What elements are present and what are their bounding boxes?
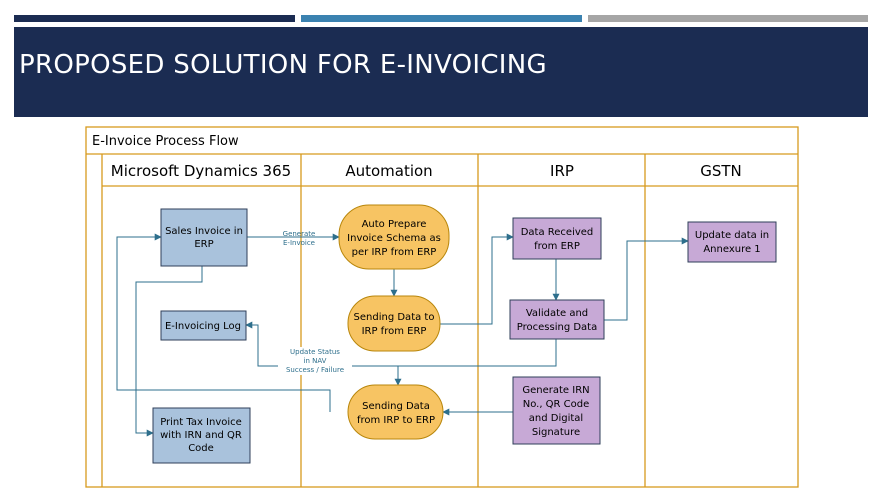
- node-sales-invoice-line-2: ERP: [194, 239, 213, 250]
- node-generate-irn-line-1: Generate IRN: [522, 385, 589, 396]
- node-update-annexure-line-2: Annexure 1: [703, 244, 760, 255]
- annotation-update-status: Update Status in NAV Success / Failure: [278, 347, 352, 375]
- annotation-status-line-3: Success / Failure: [286, 366, 344, 374]
- node-sales-invoice-line-1: Sales Invoice in: [165, 226, 243, 237]
- node-validate: Validate and Processing Data: [509, 299, 605, 340]
- accent-bar-gray: [588, 15, 868, 22]
- node-data-received-line-1: Data Received: [521, 227, 594, 238]
- annotation-generate-einvoice: Generate E-Invoice: [283, 230, 316, 247]
- node-update-annexure: Update data in Annexure 1: [687, 221, 777, 263]
- accent-bar-dark: [14, 15, 295, 22]
- node-sending-from-irp: Sending Data from IRP to ERP: [347, 384, 444, 440]
- node-generate-irn-line-4: Signature: [532, 427, 580, 438]
- node-einvoicing-log: E-Invoicing Log: [160, 310, 247, 341]
- node-auto-prepare: Auto Prepare Invoice Schema as per IRP f…: [338, 204, 450, 270]
- flow-frame: [85, 126, 799, 488]
- node-sending-to-irp-line-1: Sending Data to: [354, 312, 435, 323]
- lane-header-automation: Automation: [345, 162, 432, 180]
- node-sending-from-irp-line-1: Sending Data: [362, 401, 430, 412]
- connectors: [116, 233, 689, 437]
- node-generate-irn-line-2: No., QR Code: [523, 399, 590, 410]
- node-update-annexure-line-1: Update data in: [695, 230, 769, 241]
- node-print-line-3: Code: [188, 443, 214, 454]
- node-validate-line-2: Processing Data: [517, 322, 597, 333]
- annotation-status-line-1: Update Status: [290, 348, 340, 356]
- node-sending-from-irp-line-2: from IRP to ERP: [357, 415, 435, 426]
- node-auto-prepare-line-1: Auto Prepare: [362, 219, 427, 230]
- node-generate-irn: Generate IRN No., QR Code and Digital Si…: [512, 376, 601, 445]
- node-generate-irn-line-3: and Digital: [529, 413, 583, 424]
- flow-title: E-Invoice Process Flow: [92, 134, 239, 149]
- annotation-status-line-2: in NAV: [304, 357, 327, 365]
- node-auto-prepare-line-2: Invoice Schema as: [347, 233, 441, 244]
- lane-header-dynamics: Microsoft Dynamics 365: [111, 162, 291, 180]
- accent-bar-blue: [301, 15, 582, 22]
- slide-title: PROPOSED SOLUTION FOR E-INVOICING: [19, 50, 547, 80]
- node-data-received: Data Received from ERP: [512, 217, 602, 260]
- node-auto-prepare-line-3: per IRP from ERP: [352, 247, 437, 258]
- node-sending-to-irp-line-2: IRP from ERP: [362, 326, 427, 337]
- node-sales-invoice: Sales Invoice in ERP: [160, 208, 248, 267]
- title-banner: [14, 27, 868, 117]
- lane-header-irp: IRP: [550, 162, 574, 180]
- node-data-received-line-2: from ERP: [534, 241, 580, 252]
- node-print-line-2: with IRN and QR: [160, 430, 242, 441]
- annotation-generate-line-2: E-Invoice: [283, 239, 315, 247]
- node-einvoicing-log-label: E-Invoicing Log: [165, 321, 241, 332]
- node-sending-to-irp: Sending Data to IRP from ERP: [347, 295, 441, 352]
- node-print-line-1: Print Tax Invoice: [160, 417, 242, 428]
- node-validate-line-1: Validate and: [526, 308, 588, 319]
- annotation-generate-line-1: Generate: [283, 230, 316, 238]
- node-print-tax-invoice: Print Tax Invoice with IRN and QR Code: [152, 407, 251, 464]
- lane-header-gstn: GSTN: [700, 162, 742, 180]
